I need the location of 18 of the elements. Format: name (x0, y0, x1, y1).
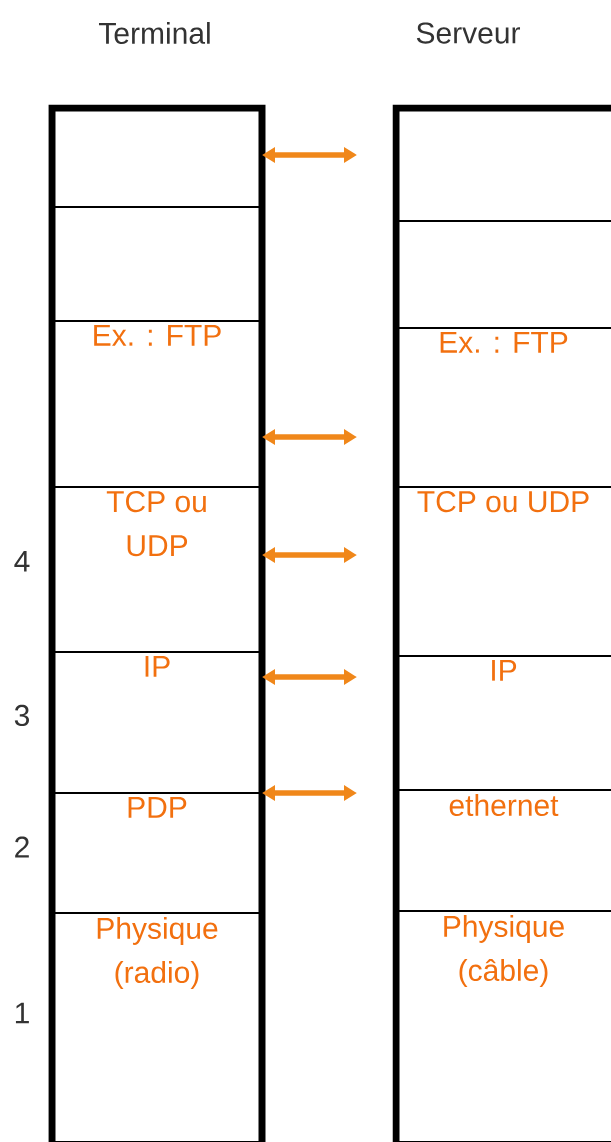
column-heading: Terminal (99, 22, 210, 44)
layer-box: Ex. : FTP (394, 326, 611, 489)
layer-box: Ex. : FTP (50, 319, 264, 489)
layer-box (50, 106, 264, 209)
layer-box (50, 205, 264, 323)
layer-number: 3 (14, 704, 30, 727)
layer-box: TCP ou UDP (50, 485, 264, 654)
layer-box: IP (50, 650, 264, 795)
layer-number: 4 (14, 550, 30, 572)
layer-number: 1 (15, 1002, 29, 1024)
layer-box: Physique (câble) (394, 909, 611, 1142)
layer-number: 2 (15, 836, 29, 858)
column-heading: Serveur (416, 22, 520, 44)
layer-box: TCP ou UDP (394, 485, 611, 658)
layer-box: Physique (radio) (50, 911, 264, 1142)
layer-box: PDP (50, 791, 264, 915)
layer-box: IP (394, 654, 611, 792)
layer-box: ethernet (394, 788, 611, 913)
